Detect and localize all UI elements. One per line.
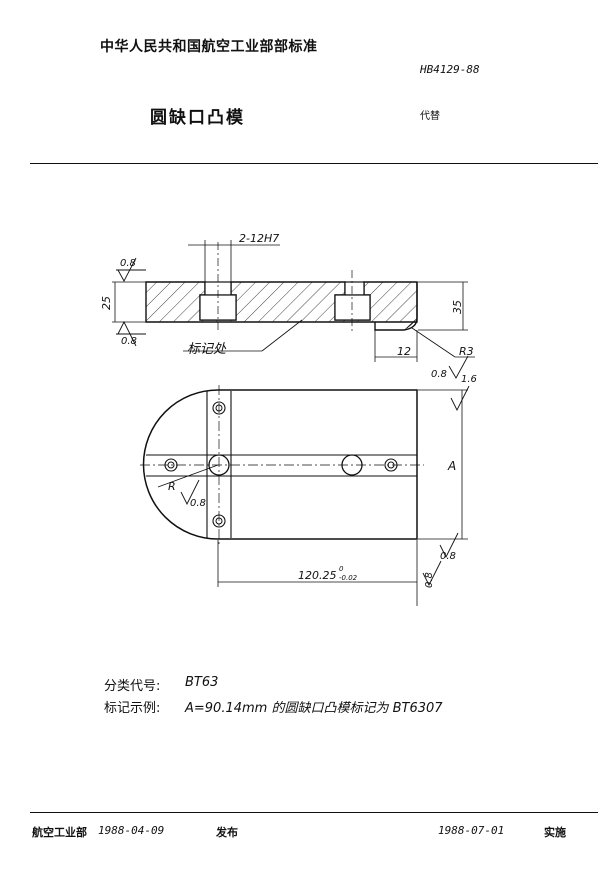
- standard-number: HB4129-88: [420, 63, 480, 76]
- roughness-shoulder-top-value: 0.8: [431, 369, 447, 380]
- length-tol-lower: -0.02: [339, 574, 358, 582]
- roughness-shoulder-bottom-value: 1.6: [461, 374, 477, 385]
- roughness-end-value: 0.8: [424, 572, 435, 588]
- roughness-top-value: 0.8: [120, 258, 136, 269]
- marking-example-label: 标记示例:: [104, 701, 161, 716]
- plan-view: [140, 385, 470, 606]
- step-dim-label: 12: [397, 345, 411, 358]
- roughness-side-value: 0.8: [440, 551, 456, 562]
- issue-label: 发布: [216, 826, 238, 839]
- section-body: [145, 281, 418, 323]
- bore-dim-label: 2-12H7: [239, 232, 279, 245]
- issuer: 航空工业部: [32, 826, 87, 839]
- replaces-label: 代替: [420, 111, 440, 122]
- plan-view-labels: R 0.8 A 0.8 0.8 120.25 0 -0.02: [168, 459, 456, 588]
- section-view-labels: 2-12H7 25 35 12 R3 0.8 0.8 0.8 1.6 标记处: [100, 232, 477, 385]
- roughness-arc-value: 0.8: [190, 498, 206, 509]
- roughness-bottom-value: 0.8: [121, 336, 137, 347]
- section-view: [112, 240, 475, 379]
- height-dim-label: 35: [451, 300, 464, 314]
- small-radius-label: R3: [459, 345, 474, 358]
- issuing-organization: 中华人民共和国航空工业部部标准: [100, 39, 318, 55]
- width-dim-label: A: [447, 459, 456, 473]
- mark-location-label: 标记处: [187, 342, 227, 357]
- plan-outline: [142, 389, 418, 540]
- marking-example-text: A=90.14mm 的圆缺口凸模标记为 BT6307: [185, 701, 443, 716]
- center-hole: [208, 454, 230, 476]
- classification-code: BT63: [185, 675, 219, 690]
- implementation-date: 1988-07-01: [438, 824, 505, 837]
- footer-divider: [30, 812, 598, 813]
- classification-label: 分类代号:: [104, 679, 161, 694]
- length-tol-upper: 0: [339, 565, 344, 573]
- header-divider: [30, 163, 598, 164]
- length-dim-label: 120.25: [298, 569, 337, 582]
- implementation-label: 实施: [544, 826, 566, 839]
- right-hole: [341, 454, 363, 476]
- thickness-dim-label: 25: [100, 296, 113, 310]
- radius-label: R: [168, 480, 176, 493]
- issue-date: 1988-04-09: [98, 824, 165, 837]
- document-title: 圆缺口凸模: [150, 108, 245, 128]
